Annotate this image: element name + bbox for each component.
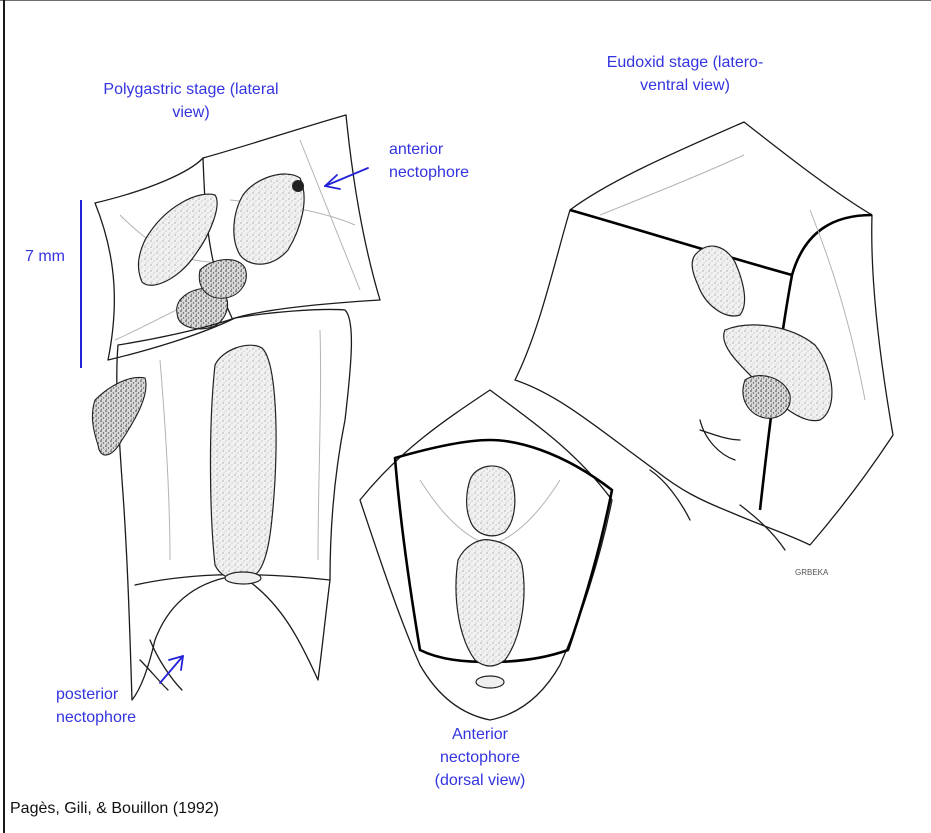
anterior-nectophore-dorsal-label: Anterior nectophore (dorsal view) [420, 723, 540, 792]
polygastric-stage-label: Polygastric stage (lateral view) [96, 78, 286, 124]
citation-text: Pagès, Gili, & Bouillon (1992) [10, 800, 219, 818]
posterior-nectophore-label: posterior nectophore [56, 683, 166, 729]
scale-bar-label: 7 mm [25, 245, 85, 268]
artist-signature: GRBEKA [795, 568, 829, 577]
anterior-nectophore-label: anterior nectophore [389, 138, 499, 184]
polygastric-posterior-nectophore [92, 309, 351, 700]
eudoxid-stage-label: Eudoxid stage (latero-ventral view) [585, 51, 785, 97]
polygastric-anterior-nectophore [95, 115, 380, 360]
anterior-nectophore-arrow [325, 168, 368, 189]
anterior-nectophore-dorsal-drawing [360, 390, 612, 720]
posterior-nectophore-arrow [160, 656, 183, 683]
eudoxid-stage-drawing [515, 122, 893, 550]
